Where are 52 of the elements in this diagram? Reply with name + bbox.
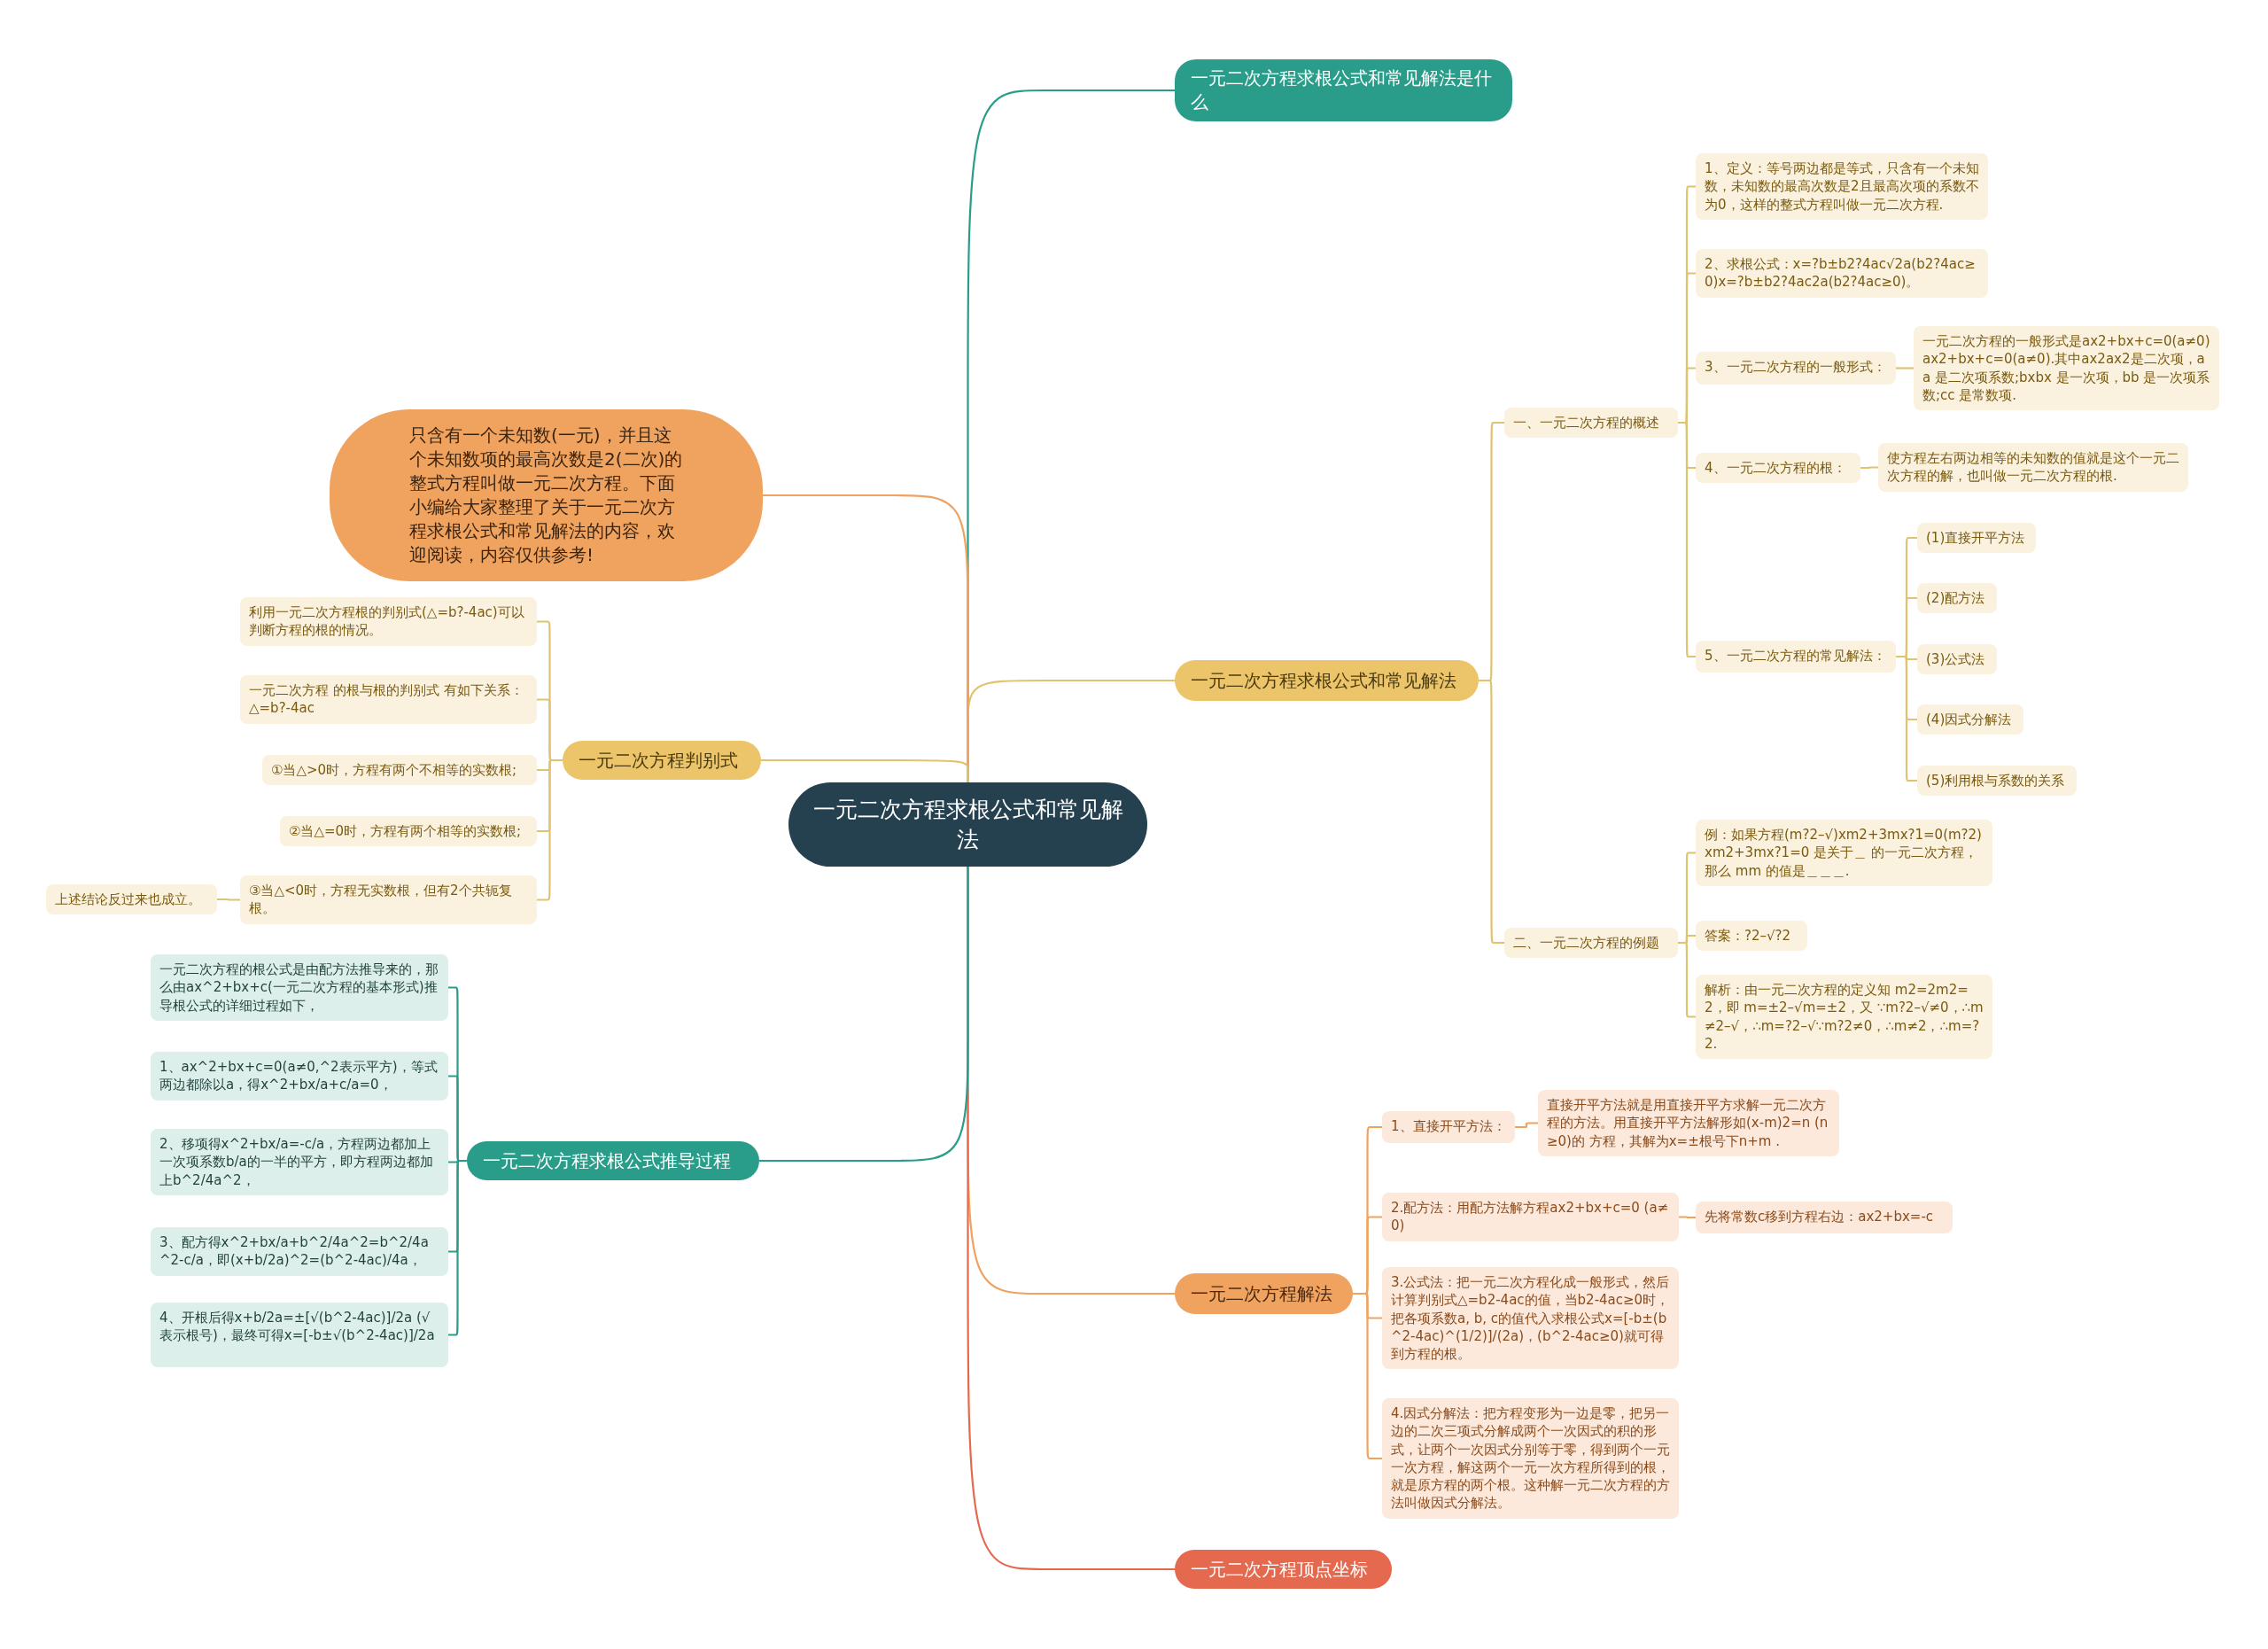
subtopic-box: 1、直接开平方法： [1382,1111,1515,1143]
subtopic-box: ②当△=0时，方程有两个相等的实数根; [280,816,537,847]
branch-topic: 一元二次方程求根公式和常见解法 [1175,660,1479,701]
subtopic-box: ③当△<0时，方程无实数根，但有2个共轭复根。 [240,875,537,924]
subtopic-box: 4、开根后得x+b/2a=±[√(b^2-4ac)]/2a (√表示根号)，最终可得x=[-b±√(b^2-4ac)]/2a [151,1303,448,1367]
intro-bubble: 只含有一个未知数(一元)，并且这个未知数项的最高次数是2(二次)的整式方程叫做一元二次方程。下面小编给大家整理了关于一元二次方程求根公式和常见解法的内容，欢迎阅读，内容仅供参考! [330,409,763,581]
connector-line [759,867,969,1163]
subtopic-box: 5、一元二次方程的常见解法： [1696,641,1896,673]
branch-topic: 一元二次方程顶点坐标 [1175,1550,1392,1589]
connector-line [537,758,563,901]
subtopic-box: 1、ax^2+bx+c=0(a≠0,^2表示平方)，等式两边都除以a，得x^2+bx/a+c/a=0， [151,1052,448,1101]
subtopic-box: 1、定义：等号两边都是等式，只含有一个未知数，未知数的最高次数是2且最高次项的系数不为0，这样的整式方程叫做一元二次方程. [1696,153,1988,220]
subtopic-box: (3)公式法 [1917,644,1997,675]
branch-topic: 一元二次方程解法 [1175,1273,1353,1314]
subtopic-box: ①当△>0时，方程有两个不相等的实数根; [262,755,537,786]
subtopic-box: 2、求根公式：x=?b±b2?4ac√2a(b2?4ac≥0)x=?b±b2?4ac2a(b2?4ac≥0)。 [1696,249,1988,298]
subtopic-box: 解析：由一元二次方程的定义知 m2=2m2=2，即 m=±2–√m=±2，又 ∵m?2–√≠0，∴m≠2–√，∴m=?2–√∵m?2≠0，∴m≠2，∴m=?2. [1696,975,1992,1059]
subtopic-box: (2)配方法 [1917,583,1997,614]
subtopic-box: 例：如果方程(m?2–√)xm2+3mx?1=0(m?2)xm2+3mx?1=0 是关于＿ 的一元二次方程，那么 mm 的值是＿＿＿. [1696,820,1992,886]
subtopic-box: 二、一元二次方程的例题 [1504,928,1678,959]
subtopic-box: 3、配方得x^2+bx/a+b^2/4a^2=b^2/4a^2-c/a，即(x+b/2a)^2=(b^2-4ac)/4a， [151,1227,448,1276]
subtopic-box: 一元二次方程的根公式是由配方法推导来的，那么由ax^2+bx+c(一元二次方程的基本形式)推导根公式的详细过程如下， [151,954,448,1021]
central-topic: 一元二次方程求根公式和常见解法 [788,782,1147,867]
connector-line [1896,367,1914,369]
subtopic-box: 3、一元二次方程的一般形式： [1696,352,1896,385]
branch-topic: 一元二次方程求根公式推导过程 [467,1141,759,1180]
subtopic-box: (1)直接开平方法 [1917,523,2036,554]
subtopic-box: 先将常数c移到方程右边：ax2+bx=-c [1696,1202,1953,1233]
subtopic-box: 4、一元二次方程的根： [1696,453,1860,484]
subtopic-box: 直接开平方法就是用直接开平方求解一元二次方程的方法。用直接开平方法解形如(x-m)2=n (n≥0)的 方程，其解为x=±根号下n+m . [1538,1090,1839,1156]
subtopic-box: 答案：?2–√?2 [1696,921,1807,952]
subtopic-box: 一、一元二次方程的概述 [1504,408,1678,439]
subtopic-box: 4.因式分解法：把方程变形为一边是零，把另一边的二次三项式分解成两个一次因式的积的形式，让两个一次因式分别等于零，得到两个一元一次方程，解这两个一元一次方程所得到的根，就是原方程的两个根。这种解一元二次方程的方法叫做因式分解法。 [1382,1398,1679,1519]
subtopic-box: 使方程左右两边相等的未知数的值就是这个一元二次方程的解，也叫做一元二次方程的根. [1878,443,2188,492]
branch-topic: 一元二次方程求根公式和常见解法是什么 [1175,59,1512,121]
subtopic-box: 一元二次方程的一般形式是ax2+bx+c=0(a≠0)ax2+bx+c=0(a≠0).其中ax2ax2是二次项，aa 是二次项系数;bxbx 是一次项，bb 是一次项系数;cc 是常数项. [1914,326,2219,410]
subtopic-box: 上述结论反过来也成立。 [46,884,217,915]
connector-line [761,758,969,782]
connector-line [1515,1122,1538,1129]
subtopic-box: (5)利用根与系数的关系 [1917,766,2077,797]
subtopic-box: 利用一元二次方程根的判别式(△=b?-4ac)可以判断方程的根的情况。 [240,597,537,646]
connector-line [1353,1292,1382,1460]
subtopic-box: 2、移项得x^2+bx/a=-c/a，方程两边都加上一次项系数b/a的一半的平方，即方程两边都加上b^2/4a^2， [151,1129,448,1195]
connector-line [1479,679,1504,945]
branch-topic: 一元二次方程判别式 [563,741,761,780]
subtopic-box: 2.配方法：用配方法解方程ax2+bx+c=0 (a≠0) [1382,1193,1679,1241]
subtopic-box: 一元二次方程 的根与根的判别式 有如下关系：△=b?-4ac [240,675,537,724]
connector-line [217,898,240,901]
subtopic-box: (4)因式分解法 [1917,704,2023,735]
subtopic-box: 3.公式法：把一元二次方程化成一般形式，然后计算判别式△=b2-4ac的值，当b2-4ac≥0时，把各项系数a, b, c的值代入求根公式x=[-b±(b^2-4ac)^(1/2)]/(2a)，(b^2-4ac≥0)就可得到方程的根。 [1382,1267,1679,1370]
connector-line [1860,466,1878,470]
connector-line [1679,1216,1696,1219]
